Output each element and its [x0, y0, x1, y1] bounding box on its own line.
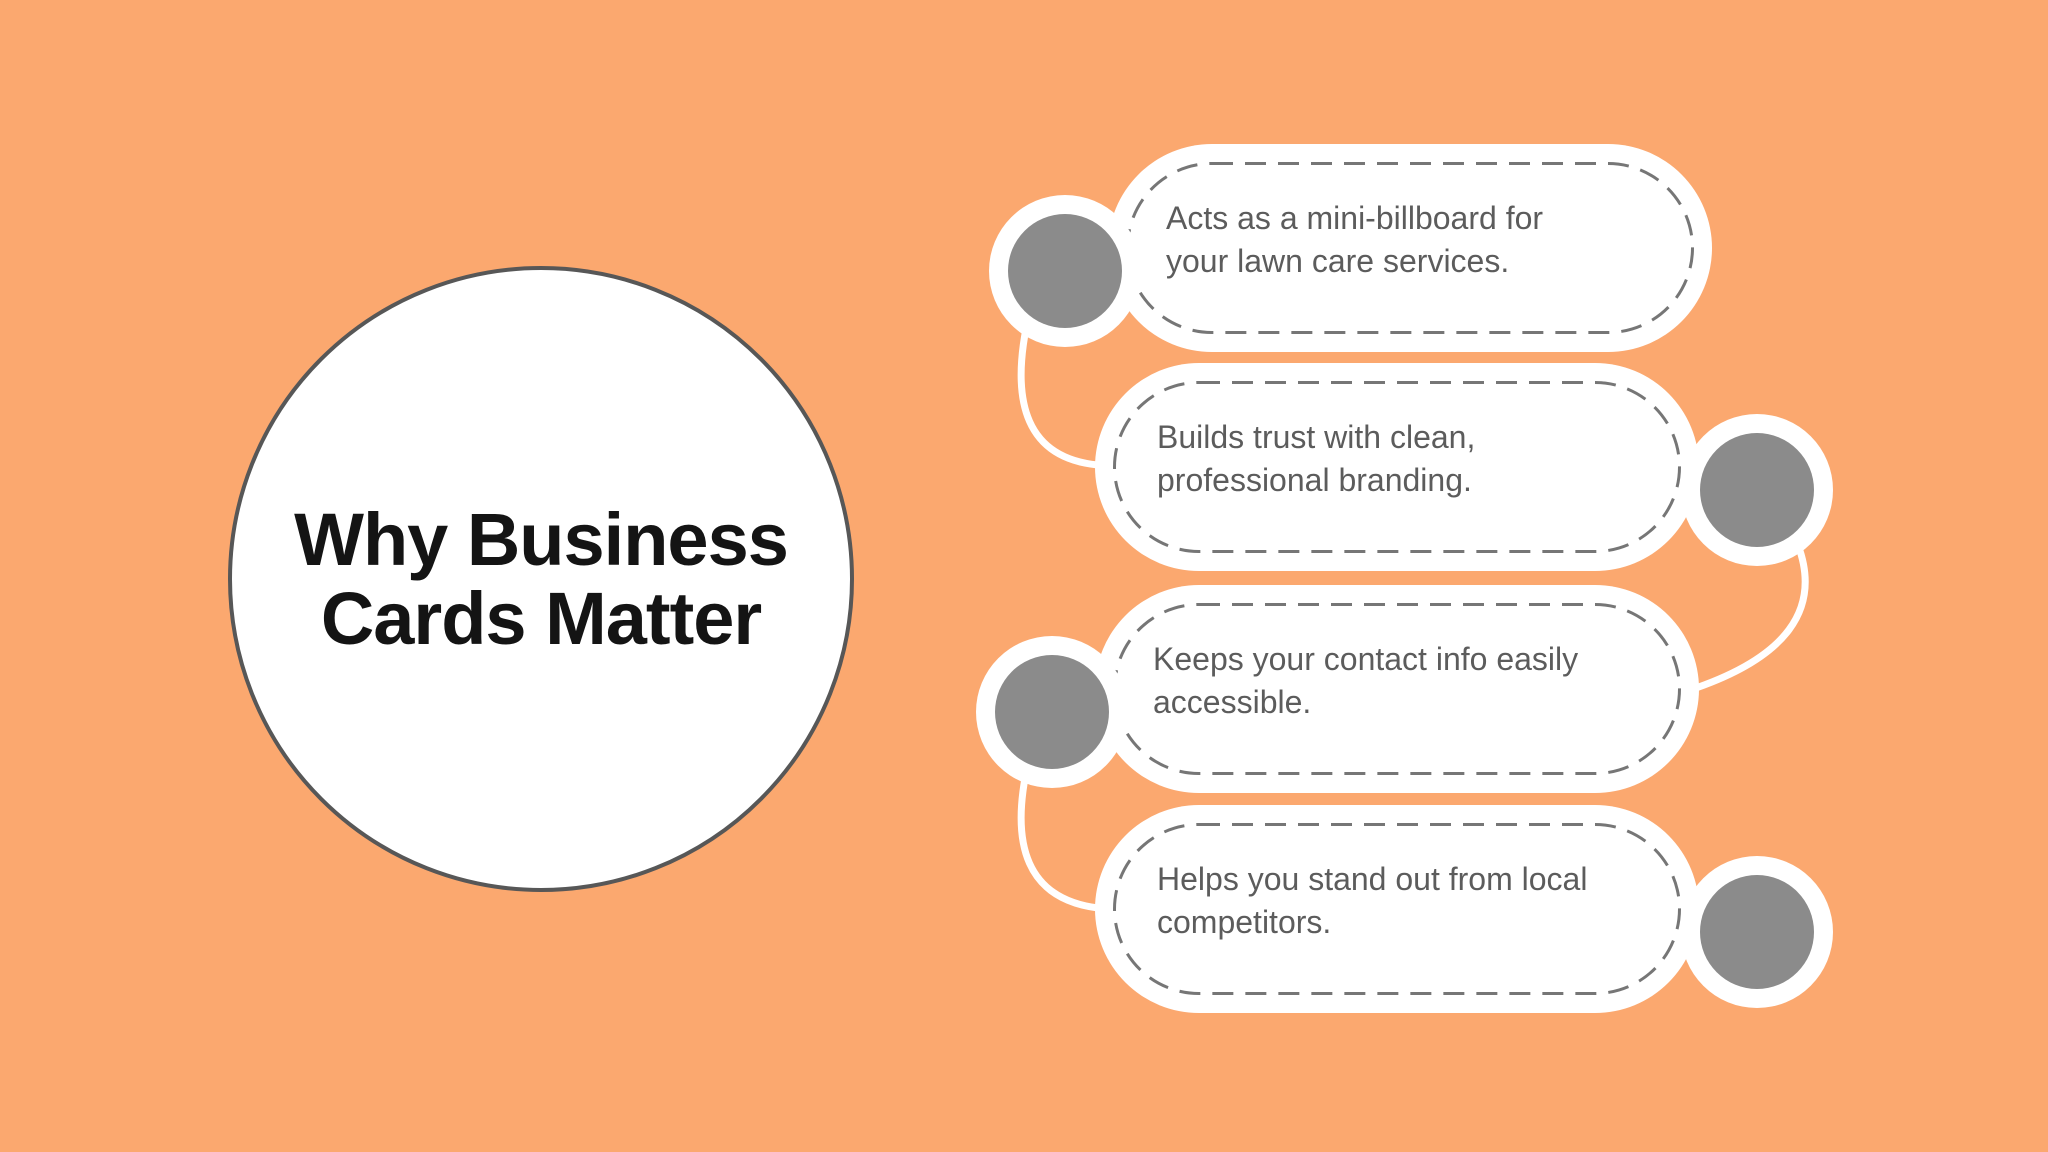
- benefit-text: Builds trust with clean, professional br…: [1157, 419, 1476, 498]
- dashed-border: [1113, 823, 1681, 995]
- card-capsule: Builds trust with clean, professional br…: [1095, 363, 1699, 571]
- bullet-circle: [1700, 433, 1814, 547]
- connector-line-1-2: [1017, 306, 1102, 469]
- benefit-card-3: Keeps your contact info easily accessibl…: [976, 585, 1699, 793]
- page-title: Why Business Cards Matter: [294, 497, 789, 660]
- bullet-circle: [995, 655, 1109, 769]
- title-line-1: Why Business: [294, 497, 789, 581]
- benefit-text: Keeps your contact info easily accessibl…: [1153, 641, 1579, 720]
- title-circle: Why Business Cards Matter: [228, 266, 854, 892]
- dashed-border: [1113, 381, 1681, 553]
- connector-line-3-4: [1017, 751, 1102, 912]
- bullet-circle: [1700, 875, 1814, 989]
- benefit-text: Acts as a mini-billboard for your lawn c…: [1166, 200, 1544, 279]
- connector-line-2-3: [1686, 541, 1809, 694]
- title-line-2: Cards Matter: [320, 577, 762, 660]
- card-capsule: Keeps your contact info easily accessibl…: [1095, 585, 1699, 793]
- bullet-circle: [1008, 214, 1122, 328]
- card-capsule: Helps you stand out from local competito…: [1095, 805, 1699, 1013]
- benefit-card-1: Acts as a mini-billboard for your lawn c…: [989, 144, 1712, 352]
- card-capsule: Acts as a mini-billboard for your lawn c…: [1108, 144, 1712, 352]
- benefit-card-4: Helps you stand out from local competito…: [1095, 805, 1833, 1013]
- benefit-text: Helps you stand out from local competito…: [1157, 861, 1588, 940]
- benefit-card-2: Builds trust with clean, professional br…: [1095, 363, 1833, 571]
